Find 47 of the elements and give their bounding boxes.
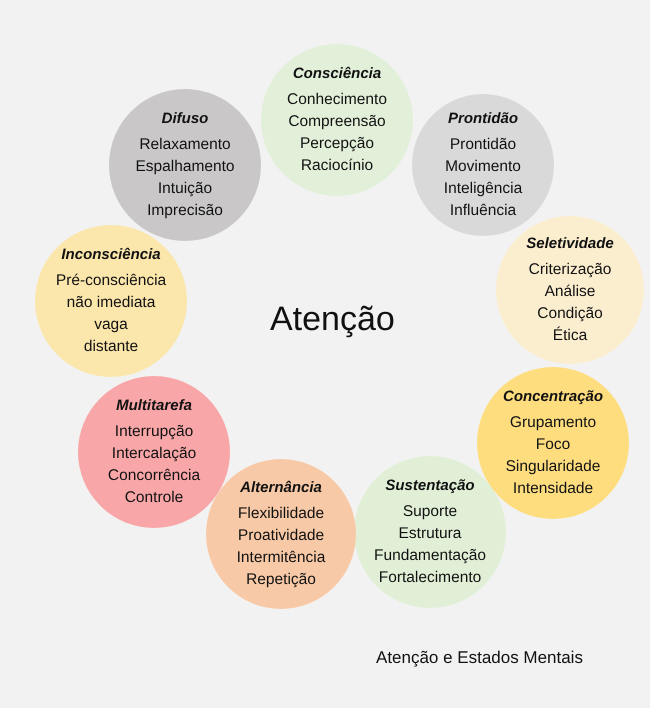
list-item: distante xyxy=(84,337,138,357)
circle-heading: Prontidão xyxy=(448,109,518,129)
list-item: Movimento xyxy=(445,157,521,177)
list-item: Foco xyxy=(536,435,570,455)
list-item: Intercalação xyxy=(112,444,196,464)
list-item: Intuição xyxy=(158,179,212,199)
circle-heading: Difuso xyxy=(162,109,208,129)
list-item: Suporte xyxy=(402,502,458,522)
list-item: Condição xyxy=(537,304,603,324)
list-item: Singularidade xyxy=(506,457,600,477)
list-item: Raciocínio xyxy=(300,156,374,176)
circle-heading: Alternância xyxy=(240,478,322,498)
list-item: Relaxamento xyxy=(139,135,231,155)
list-item: Fundamentação xyxy=(374,546,486,566)
list-item: Espalhamento xyxy=(135,157,235,177)
circle-heading: Inconsciência xyxy=(61,245,161,265)
circle-heading: Concentração xyxy=(502,387,604,407)
list-item: Pré-consciência xyxy=(56,271,166,291)
list-item: Inteligência xyxy=(444,179,522,199)
list-item: Prontidão xyxy=(450,135,516,155)
list-item: Interrupção xyxy=(114,422,194,442)
list-item: Proatividade xyxy=(238,526,324,546)
list-item: Imprecisão xyxy=(147,201,223,221)
list-item: Criterização xyxy=(528,260,612,280)
circle-heading: Seletividade xyxy=(526,234,614,254)
list-item: vaga xyxy=(94,315,128,335)
circle-heading: Sustentação xyxy=(385,476,475,496)
caption: Atenção e Estados Mentais xyxy=(376,648,583,668)
list-item: Conhecimento xyxy=(287,90,387,110)
circle-heading: Multitarefa xyxy=(116,396,192,416)
list-item: Flexibilidade xyxy=(238,504,324,524)
list-item: Repetição xyxy=(246,570,316,590)
list-item: Análise xyxy=(544,282,596,302)
list-item: Ética xyxy=(552,326,588,346)
circle-heading: Consciência xyxy=(292,64,382,84)
center-label: Atenção xyxy=(270,300,395,339)
list-item: Fortalecimento xyxy=(378,568,482,588)
list-item: Grupamento xyxy=(510,413,596,433)
list-item: Influência xyxy=(450,201,516,221)
list-item: Estrutura xyxy=(398,524,462,544)
list-item: não imediata xyxy=(66,293,156,313)
list-item: Concorrência xyxy=(108,466,200,486)
list-item: Compreensão xyxy=(288,112,386,132)
list-item: Controle xyxy=(124,488,184,508)
list-item: Intermitência xyxy=(236,548,326,568)
list-item: Percepção xyxy=(300,134,374,154)
list-item: Intensidade xyxy=(512,479,594,499)
